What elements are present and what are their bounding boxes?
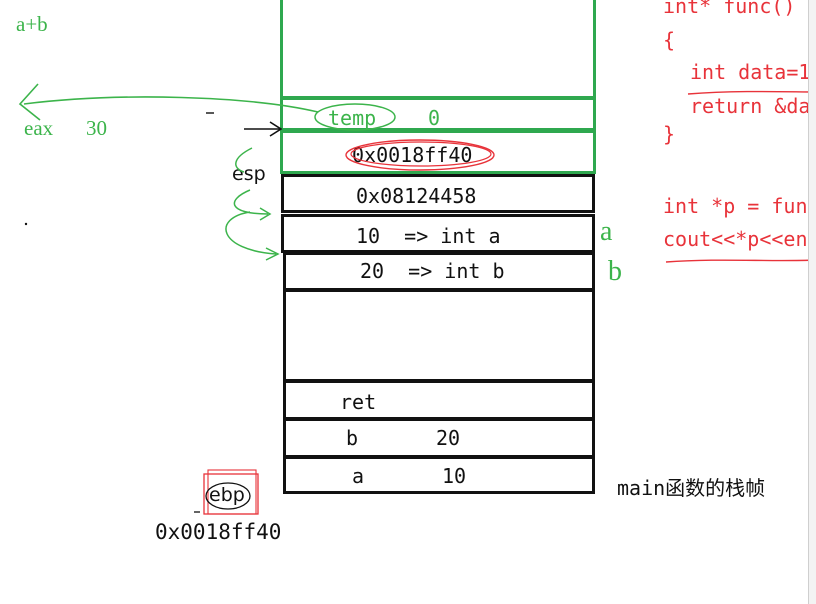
right-scrollbar[interactable]	[808, 0, 816, 604]
ebp-address: 0x0018ff40	[155, 520, 282, 544]
stray-dot	[24, 222, 28, 226]
esp-move-arrowhead-3	[265, 247, 280, 261]
stack-cell-return-address	[281, 174, 595, 213]
code-line-3: int data=1	[690, 60, 811, 84]
code-line-6: int *p = fun	[663, 194, 808, 218]
ebp-label: ebp	[209, 484, 245, 506]
main-a-name: a	[352, 464, 365, 488]
code-line-1: int* func()	[663, 0, 796, 18]
b-mark: b	[608, 256, 622, 287]
stack-cell-param-a	[281, 214, 595, 253]
code-line-4: return &da	[690, 94, 811, 118]
esp-move-arrow-2	[233, 189, 269, 215]
main-b-value: 20	[436, 426, 461, 450]
esp-move-arrowhead-2	[259, 207, 272, 221]
param-b-value: 20 => int b	[360, 259, 505, 283]
eax-arrowhead	[18, 83, 41, 121]
temp-to-eax-arrow	[23, 96, 319, 113]
main-a-value: 10	[442, 464, 467, 488]
stack-cell-empty-top	[280, 0, 596, 99]
param-a-value: 10 => int a	[356, 224, 501, 248]
temp-value: 0	[428, 106, 441, 130]
stack-cell-empty-middle	[283, 289, 595, 382]
saved-ebp-value: 0x0018ff40	[352, 143, 473, 167]
stack-cell-saved-ebp	[280, 130, 596, 174]
main-frame-label: main函数的栈帧	[617, 476, 766, 500]
code-line-7: cout<<*p<<en	[663, 227, 808, 251]
code-line-2: {	[663, 28, 676, 52]
code-underline-2	[665, 259, 816, 263]
eax-label: eax	[24, 116, 54, 140]
stack-cell-main-a	[283, 456, 595, 494]
code-line-5: }	[663, 122, 676, 146]
main-b-name: b	[346, 426, 359, 450]
stack-cell-main-ret	[283, 380, 595, 420]
esp-move-arrow-3	[225, 211, 277, 255]
a-plus-b-note: a+b	[16, 12, 48, 36]
main-ret-label: ret	[340, 390, 377, 414]
esp-label: esp	[232, 163, 266, 185]
a-mark: a	[600, 216, 613, 247]
temp-name: temp	[328, 106, 377, 130]
eax-value: 30	[86, 116, 107, 140]
return-address-value: 0x08124458	[356, 184, 477, 208]
stack-cell-temp	[280, 97, 596, 131]
